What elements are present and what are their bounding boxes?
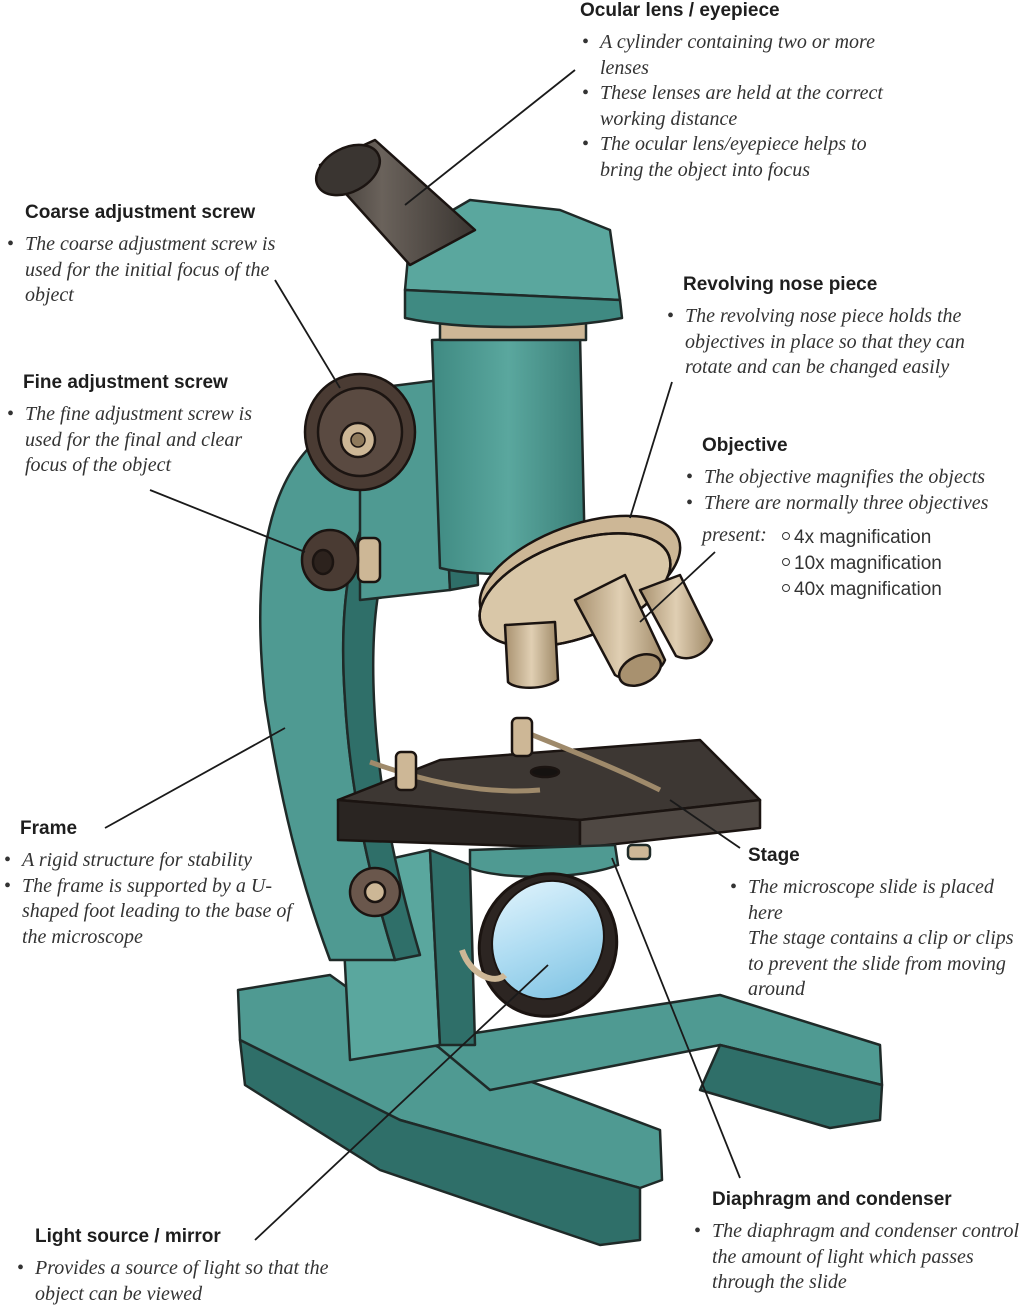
label-diaphragm: Diaphragm and condenser The diaphragm an… (692, 1189, 1022, 1296)
label-frame: Frame A rigid structure for stability Th… (2, 818, 292, 950)
label-fine-bullet: The fine adjustment screw is used for th… (5, 402, 275, 479)
label-ocular: Ocular lens / eyepiece A cylinder contai… (580, 0, 900, 183)
objective-present-label: present: (702, 524, 767, 546)
label-frame-bullet: A rigid structure for stability (2, 848, 292, 874)
magnification-item: 10x magnification (782, 553, 942, 575)
label-fine: Fine adjustment screw The fine adjustmen… (5, 372, 275, 479)
magnification-value: 10x magnification (794, 553, 942, 574)
fine-adjustment-knob (300, 528, 382, 592)
label-light-bullet: Provides a source of light so that the o… (15, 1256, 345, 1307)
label-coarse-bullet: The coarse adjustment screw is used for … (5, 232, 295, 309)
objective-lenses (503, 573, 714, 689)
microscope-foot (236, 848, 884, 1247)
leader-objective (639, 551, 716, 623)
label-objective: Objective The objective magnifies the ob… (684, 435, 1024, 516)
leader-lines (104, 69, 741, 1241)
leader-ocular (404, 69, 576, 206)
leader-light (254, 964, 549, 1241)
magnification-value: 40x magnification (794, 579, 942, 600)
magnification-item: 40x magnification (782, 579, 942, 601)
condenser (468, 843, 652, 878)
label-stage-bullet: The microscope slide is placed here (728, 875, 1018, 926)
magnification-value: 4x magnification (794, 527, 932, 548)
label-revolving: Revolving nose piece The revolving nose … (665, 274, 1015, 381)
mirror (459, 872, 619, 1018)
leader-diaphragm (611, 857, 741, 1179)
label-revolving-title: Revolving nose piece (683, 274, 878, 295)
label-stage-title: Stage (748, 845, 800, 866)
label-diaphragm-title: Diaphragm and condenser (712, 1189, 952, 1210)
label-frame-bullet: The frame is supported by a U-shaped foo… (2, 874, 292, 951)
label-revolving-bullet: The revolving nose piece holds the objec… (665, 304, 1015, 381)
frame-screw (348, 866, 402, 918)
microscope-stage (336, 716, 762, 850)
leader-fine (149, 489, 306, 553)
label-ocular-bullet: A cylinder containing two or more lenses (580, 30, 900, 81)
leader-revolving (629, 381, 673, 519)
label-ocular-bullet: The ocular lens/eyepiece helps to bring … (580, 132, 900, 183)
label-fine-title: Fine adjustment screw (23, 372, 228, 393)
label-light: Light source / mirror Provides a source … (15, 1226, 345, 1307)
label-coarse: Coarse adjustment screw The coarse adjus… (5, 202, 295, 309)
magnification-item: 4x magnification (782, 527, 931, 549)
leader-frame (104, 727, 286, 829)
label-frame-title: Frame (20, 818, 78, 839)
label-stage: Stage The microscope slide is placed her… (728, 845, 1018, 1003)
leader-stage (669, 799, 741, 849)
label-objective-bullet: There are normally three objectives (684, 491, 1024, 517)
label-objective-title: Objective (702, 435, 788, 456)
coarse-adjustment-knob (303, 372, 417, 492)
label-ocular-bullet: These lenses are held at the correct wor… (580, 81, 900, 132)
label-objective-bullet: The objective magnifies the objects (684, 465, 1024, 491)
eyepiece (315, 138, 477, 267)
label-stage-extra: The stage contains a clip or clips to pr… (748, 927, 1014, 1000)
label-ocular-title: Ocular lens / eyepiece (580, 0, 780, 21)
label-light-title: Light source / mirror (35, 1226, 221, 1247)
label-diaphragm-bullet: The diaphragm and condenser control the … (692, 1219, 1022, 1296)
label-coarse-title: Coarse adjustment screw (25, 202, 256, 223)
